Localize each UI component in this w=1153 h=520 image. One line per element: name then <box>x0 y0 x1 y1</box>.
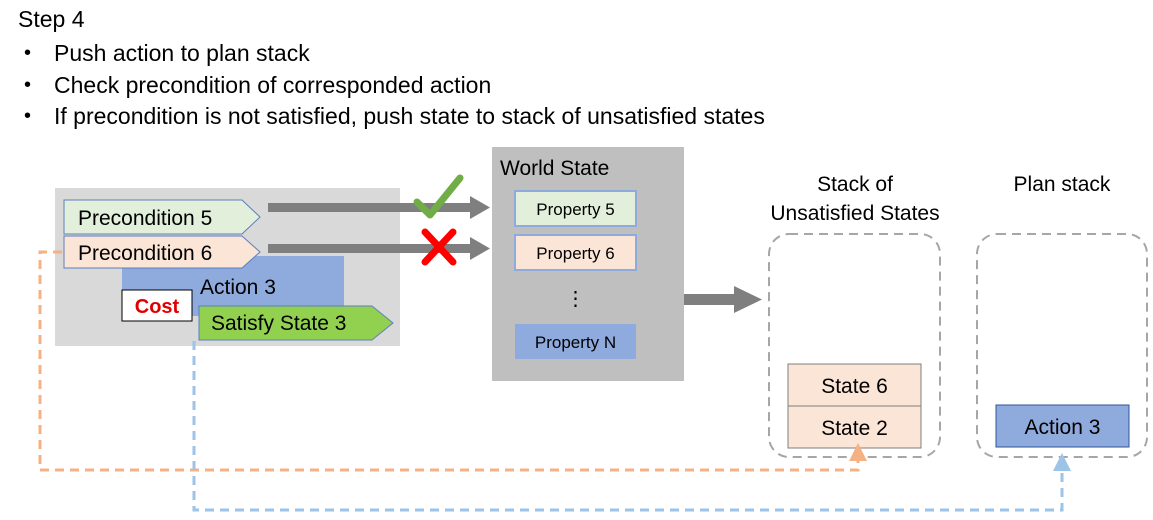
effect-shape <box>198 305 394 341</box>
cost-label: Cost <box>135 296 180 318</box>
bullet-item: Check precondition of corresponded actio… <box>18 70 765 102</box>
precondition-b-shape <box>63 235 261 269</box>
property-label: Property 5 <box>536 200 614 219</box>
slide-title: Step 4 <box>18 6 85 32</box>
plan-stack-item <box>995 404 1130 448</box>
effect-label: Satisfy State 3 <box>211 312 346 335</box>
property-label: Property N <box>535 333 616 352</box>
plan-stack-item-label: Action 3 <box>1025 416 1101 439</box>
world-to-stack-arrow <box>684 286 762 313</box>
stack-item-label: State 6 <box>821 375 888 398</box>
bullet-item: Push action to plan stack <box>18 38 765 70</box>
property-box <box>515 324 636 359</box>
property-box <box>514 234 637 271</box>
precondition-to-unsatisfied-connector <box>38 250 867 472</box>
precondition-a-label: Precondition 5 <box>78 207 212 230</box>
bullet-list: Push action to plan stack Check precondi… <box>18 38 765 133</box>
precondition-b-label: Precondition 6 <box>78 242 212 265</box>
action-to-plan-connector <box>192 341 1071 512</box>
property-box <box>514 190 637 227</box>
stack-item <box>787 363 922 407</box>
unsatisfied-stack-title: Unsatisfied States <box>770 202 939 225</box>
cross-icon <box>421 228 457 266</box>
cost-box <box>121 289 193 322</box>
plan-stack-title: Plan stack <box>1014 173 1111 196</box>
stack-item <box>787 405 922 449</box>
check-icon <box>413 174 464 219</box>
action-label: Action 3 <box>200 276 276 299</box>
unsatisfied-stack-title: Stack of <box>817 173 893 196</box>
precondition-b-arrow <box>268 237 490 260</box>
property-ellipsis: ⋮ <box>566 288 586 310</box>
stack-item-label: State 2 <box>821 417 888 440</box>
precondition-a-arrow <box>268 196 490 219</box>
bullet-item: If precondition is not satisfied, push s… <box>18 101 765 133</box>
property-label: Property 6 <box>536 244 614 263</box>
world-state-title: World State <box>500 157 609 180</box>
precondition-a-shape <box>63 199 261 235</box>
